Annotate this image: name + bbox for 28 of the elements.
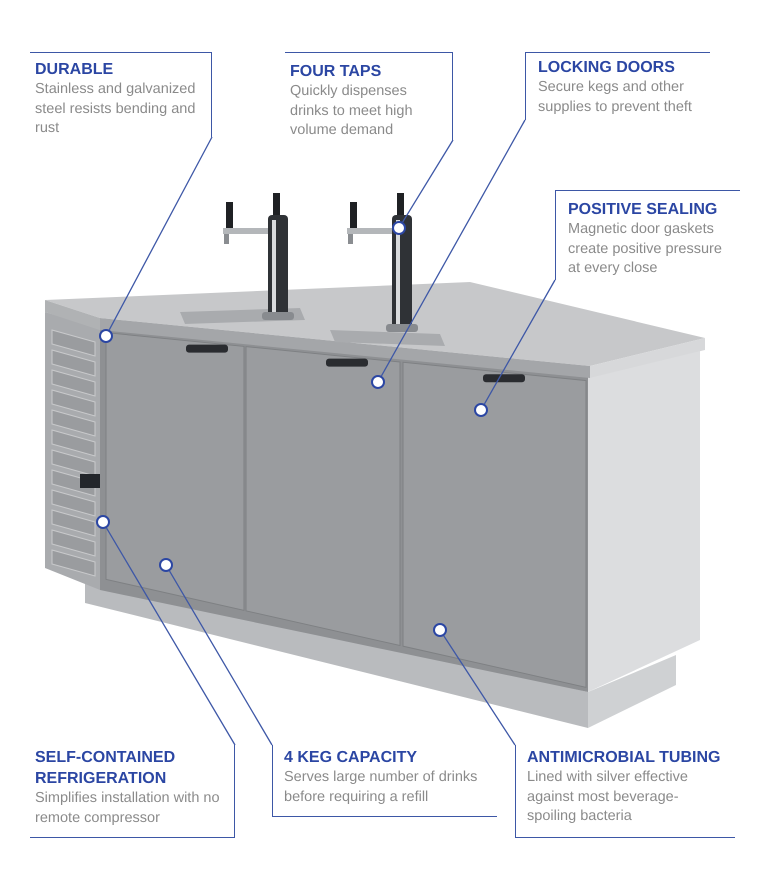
callout-description: Secure kegs and other supplies to prevent theft (538, 78, 693, 116)
leader-line (108, 136, 213, 330)
callout-heading: POSITIVE SEALING (568, 200, 718, 220)
callout-heading: ANTIMICROBIAL TUBING (527, 748, 722, 768)
callout-description: Serves large number of drinks before requiring a refill (284, 768, 478, 806)
leader-line (168, 570, 273, 746)
leader-line (380, 120, 526, 376)
leader-line (402, 140, 454, 222)
leader-line (106, 528, 236, 746)
callout-heading: LOCKING DOORS (538, 58, 676, 78)
callout-bracket (285, 52, 453, 140)
callout-bracket (272, 745, 497, 817)
callout-bracket (30, 52, 212, 137)
callout-description: Simplifies installation with no remote compressor (35, 789, 221, 828)
callout-description: Quickly dispenses drinks to meet high volume demand (290, 82, 414, 140)
callout-heading: FOUR TAPS (290, 62, 382, 82)
callout-heading: SELF-CONTAINED REFRIGERATION (35, 748, 176, 789)
callout-bracket (555, 190, 740, 280)
callout-heading: DURABLE (35, 60, 114, 80)
callout-description: Stainless and galvanized steel resists bending and rust (35, 80, 196, 138)
callout-description: Lined with silver effective against most beverage-spoiling bacteria (527, 768, 689, 826)
leader-line (443, 636, 516, 746)
callout-description: Magnetic door gaskets create positive pressure at every close (568, 220, 723, 278)
callout-bracket (525, 52, 710, 120)
callout-heading: 4 KEG CAPACITY (284, 748, 418, 768)
callout-bracket (515, 745, 735, 838)
leader-line (484, 280, 556, 404)
callout-bracket (30, 745, 235, 838)
